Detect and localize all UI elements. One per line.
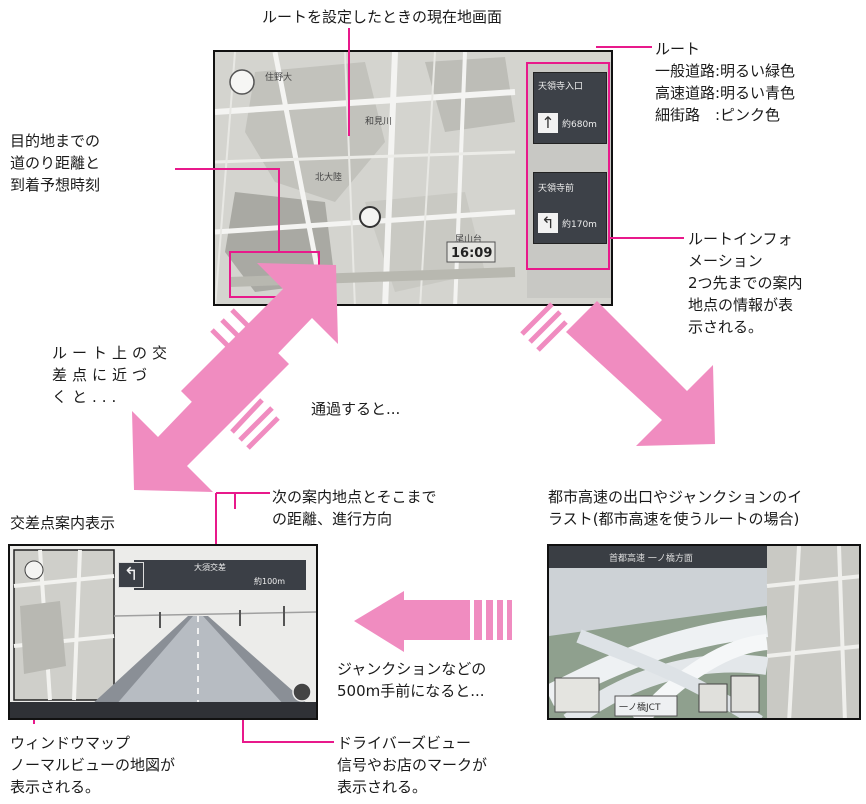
- next-point-panel: ↰ 大須交差 約100m: [118, 560, 306, 590]
- distance-highlight-box: [229, 251, 320, 298]
- junction-sign-text: 一ノ橋JCT: [619, 703, 661, 713]
- junction-label-line: ジャンクションなどの: [337, 660, 487, 678]
- route-info-label: ルートインフォ メーション 2つ先までの案内 地点の情報が表 示される。: [688, 228, 803, 338]
- window-map-label-line: ウィンドウマップ: [10, 734, 131, 752]
- diagram-title: ルートを設定したときの現在地画面: [262, 8, 503, 26]
- passed-label: 通過すると...: [311, 400, 401, 418]
- guide-sign-1-distance: 約680m: [562, 120, 597, 130]
- route-legend-line-2: 高速道路:明るい青色: [655, 84, 796, 102]
- expressway-graphic: 首都高速 一ノ橋方面: [549, 546, 859, 718]
- distance-label-line: 到着予想時刻: [10, 176, 101, 194]
- expressway-label-line: 都市高速の出口やジャンクションのイ: [548, 488, 803, 506]
- route-info-label-line: ルートインフォ: [688, 230, 793, 248]
- svg-text:首都高速 一ノ橋方面: 首都高速 一ノ橋方面: [609, 552, 693, 564]
- approach-label-line: くと...: [52, 388, 122, 406]
- drivers-view-label-line: ドライバーズビュー: [337, 734, 471, 752]
- next-point-distance: 約100m: [254, 577, 286, 586]
- junction-label-line: 500m手前になると...: [337, 682, 485, 700]
- route-info-highlight-box: [526, 62, 610, 270]
- drivers-view-label-line: 信号やお店のマークが: [337, 756, 488, 774]
- approach-label-line: 差点に近づ: [52, 366, 153, 384]
- svg-text:住野大: 住野大: [265, 71, 292, 83]
- junction-arrow: [354, 591, 512, 652]
- route-legend: ルート 一般道路:明るい緑色 高速道路:明るい青色 細街路 :ピンク色: [655, 38, 795, 126]
- guide-sign-2: 天領寺前 ↰ 約170m: [533, 172, 607, 244]
- intersection-graphic: [10, 546, 316, 718]
- window-map-label-line: 表示される。: [10, 778, 101, 796]
- left-turn-arrow-icon: ↰: [118, 562, 144, 588]
- expressway-screen: 首都高速 一ノ橋方面 一ノ橋JCT: [547, 544, 861, 720]
- junction-label: ジャンクションなどの 500m手前になると...: [337, 658, 486, 702]
- route-info-label-line: 地点の情報が表: [688, 296, 794, 314]
- svg-text:和見川: 和見川: [365, 116, 392, 127]
- drivers-view-label: ドライバーズビュー 信号やお店のマークが 表示される。: [337, 732, 487, 798]
- expressway-arrow: [520, 301, 715, 446]
- next-point-name: 大須交差: [194, 563, 226, 572]
- expressway-label: 都市高速の出口やジャンクションのイ ラスト(都市高速を使うルートの場合): [548, 486, 802, 530]
- map-time-text: 16:09: [451, 246, 492, 261]
- window-map-label: ウィンドウマップ ノーマルビューの地図が 表示される。: [10, 732, 175, 798]
- route-info-label-line: 示される。: [688, 318, 764, 336]
- guide-sign-1: 天領寺入口 ↑ 約680m: [533, 72, 607, 144]
- route-info-label-line: 2つ先までの案内: [688, 274, 803, 292]
- distance-label: 目的地までの 道のり距離と 到着予想時刻: [10, 130, 100, 196]
- intersection-screen: ↰ 大須交差 約100m: [8, 544, 318, 720]
- next-point-label-line: の距離、進行方向: [272, 510, 393, 528]
- route-info-panel: 天領寺入口 ↑ 約680m 天領寺前 ↰ 約170m: [527, 62, 611, 298]
- guide-sign-1-name: 天領寺入口: [538, 82, 584, 92]
- window-map-label-line: ノーマルビューの地図が: [10, 756, 176, 774]
- drivers-view-label-line: 表示される。: [337, 778, 428, 796]
- next-point-label: 次の案内地点とそこまで の距離、進行方向: [272, 486, 437, 530]
- guide-sign-2-distance: 約170m: [562, 220, 597, 230]
- route-legend-line-3: 細街路 :ピンク色: [655, 106, 781, 124]
- main-map-screen: 住野大 和見川 尾山台 北大陸 16:09 天領寺入口 ↑ 約680m 天領寺前…: [213, 50, 613, 306]
- left-turn-arrow-icon: ↰: [538, 213, 558, 233]
- expressway-label-line: ラスト(都市高速を使うルートの場合): [548, 510, 800, 528]
- distance-label-line: 目的地までの: [10, 132, 101, 150]
- approach-label: ルート上の交 差点に近づ くと...: [52, 342, 172, 408]
- approach-label-line: ルート上の交: [52, 344, 173, 362]
- route-legend-heading: ルート: [655, 40, 701, 58]
- straight-arrow-icon: ↑: [538, 113, 558, 133]
- intersection-title: 交差点案内表示: [10, 514, 116, 532]
- guide-sign-2-name: 天領寺前: [538, 184, 575, 194]
- route-legend-line-1: 一般道路:明るい緑色: [655, 62, 796, 80]
- route-info-label-line: メーション: [688, 252, 763, 270]
- distance-label-line: 道のり距離と: [10, 154, 101, 172]
- next-point-label-line: 次の案内地点とそこまで: [272, 488, 437, 506]
- svg-text:北大陸: 北大陸: [315, 171, 342, 183]
